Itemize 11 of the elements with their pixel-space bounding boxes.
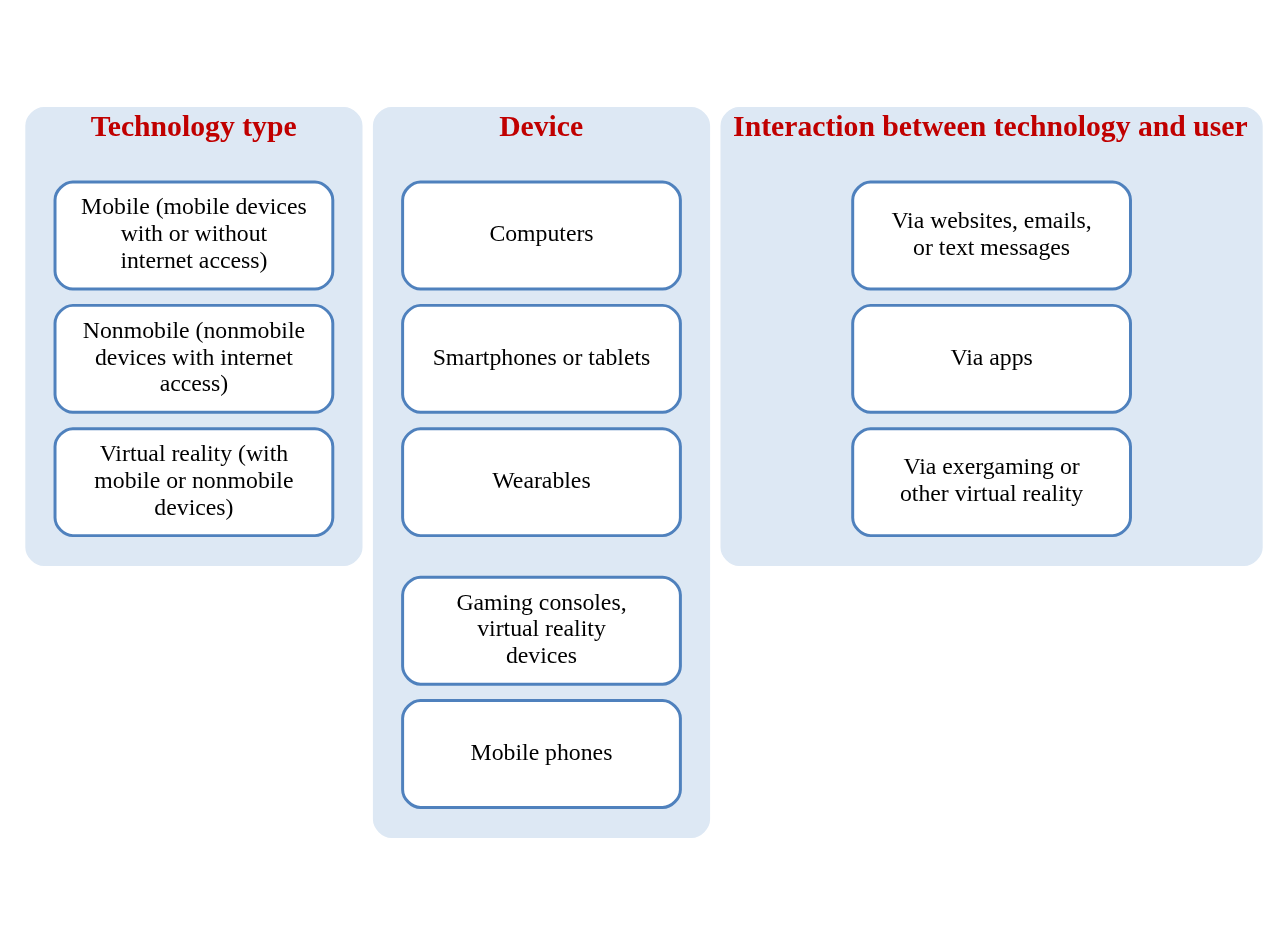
node-box: Nonmobile (nonmobile devices with internet access) <box>53 303 335 414</box>
node-box: Via exergaming or other virtual reality <box>851 427 1132 538</box>
node-box: Virtual reality (with mobile or nonmobile devices) <box>53 427 335 538</box>
node-box: Via websites, emails, or text messages <box>851 180 1132 291</box>
node-box: Computers <box>401 180 682 291</box>
node-box: Via apps <box>851 303 1132 414</box>
node-box: Smartphones or tablets <box>401 303 682 414</box>
node-box: Wearables <box>401 427 682 538</box>
node-box: Mobile phones <box>401 699 682 809</box>
node-box: Mobile (mobile devices with or without internet access) <box>53 180 335 291</box>
node-box: Gaming consoles, virtual reality devices <box>401 575 682 686</box>
